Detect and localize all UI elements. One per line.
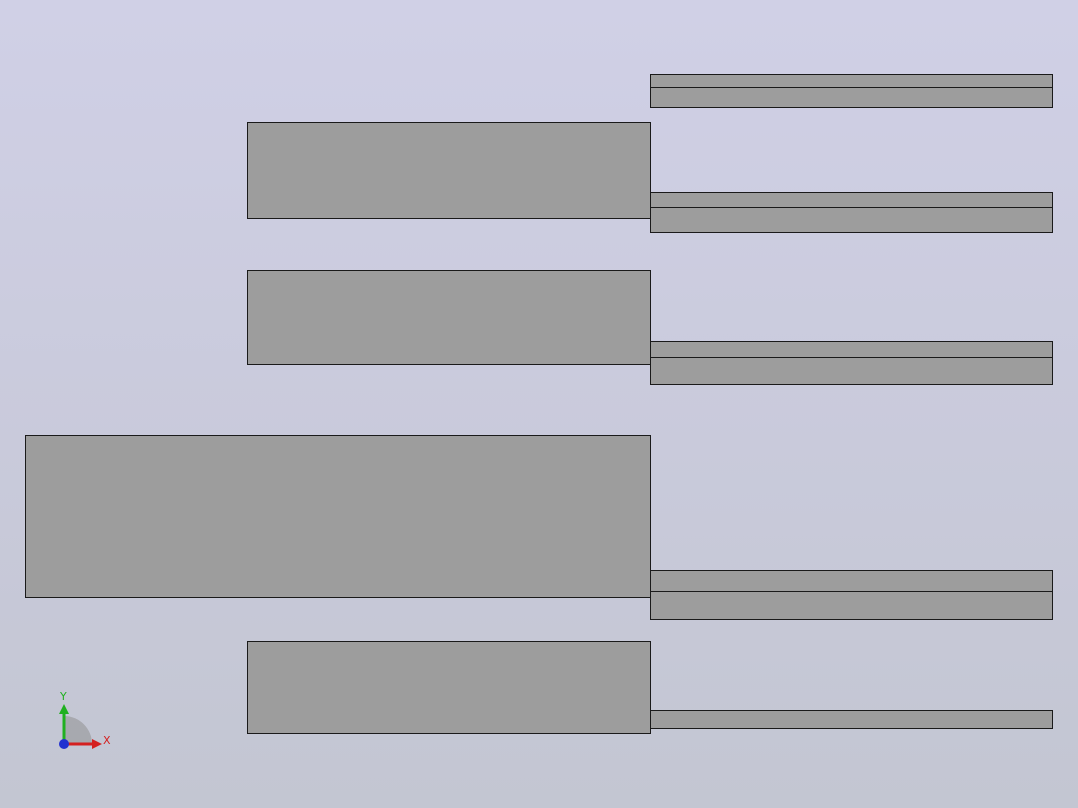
model-face-large-block[interactable] <box>25 435 651 598</box>
y-arrow-icon <box>59 704 69 714</box>
model-face-block-1[interactable] <box>247 122 651 219</box>
triad-plane-icon <box>64 716 92 744</box>
model-face-block-3[interactable] <box>247 641 651 734</box>
reference-triad[interactable]: Y X <box>48 684 120 756</box>
z-axis-icon <box>59 739 69 749</box>
model-face-right-strip-4[interactable] <box>650 570 1053 620</box>
x-axis-label: X <box>103 734 111 747</box>
model-face-block-2[interactable] <box>247 270 651 365</box>
model-face-right-strip-2[interactable] <box>650 192 1053 233</box>
model-edge <box>651 87 1052 88</box>
model-face-right-strip-3[interactable] <box>650 341 1053 385</box>
coordinate-triad-icon: Y X <box>59 690 111 749</box>
x-arrow-icon <box>92 739 102 749</box>
model-edge <box>651 357 1052 358</box>
y-axis-label: Y <box>59 690 67 703</box>
model-face-right-strip-1[interactable] <box>650 74 1053 108</box>
model-face-right-strip-5[interactable] <box>650 710 1053 729</box>
model-edge <box>651 591 1052 592</box>
model-edge <box>651 207 1052 208</box>
